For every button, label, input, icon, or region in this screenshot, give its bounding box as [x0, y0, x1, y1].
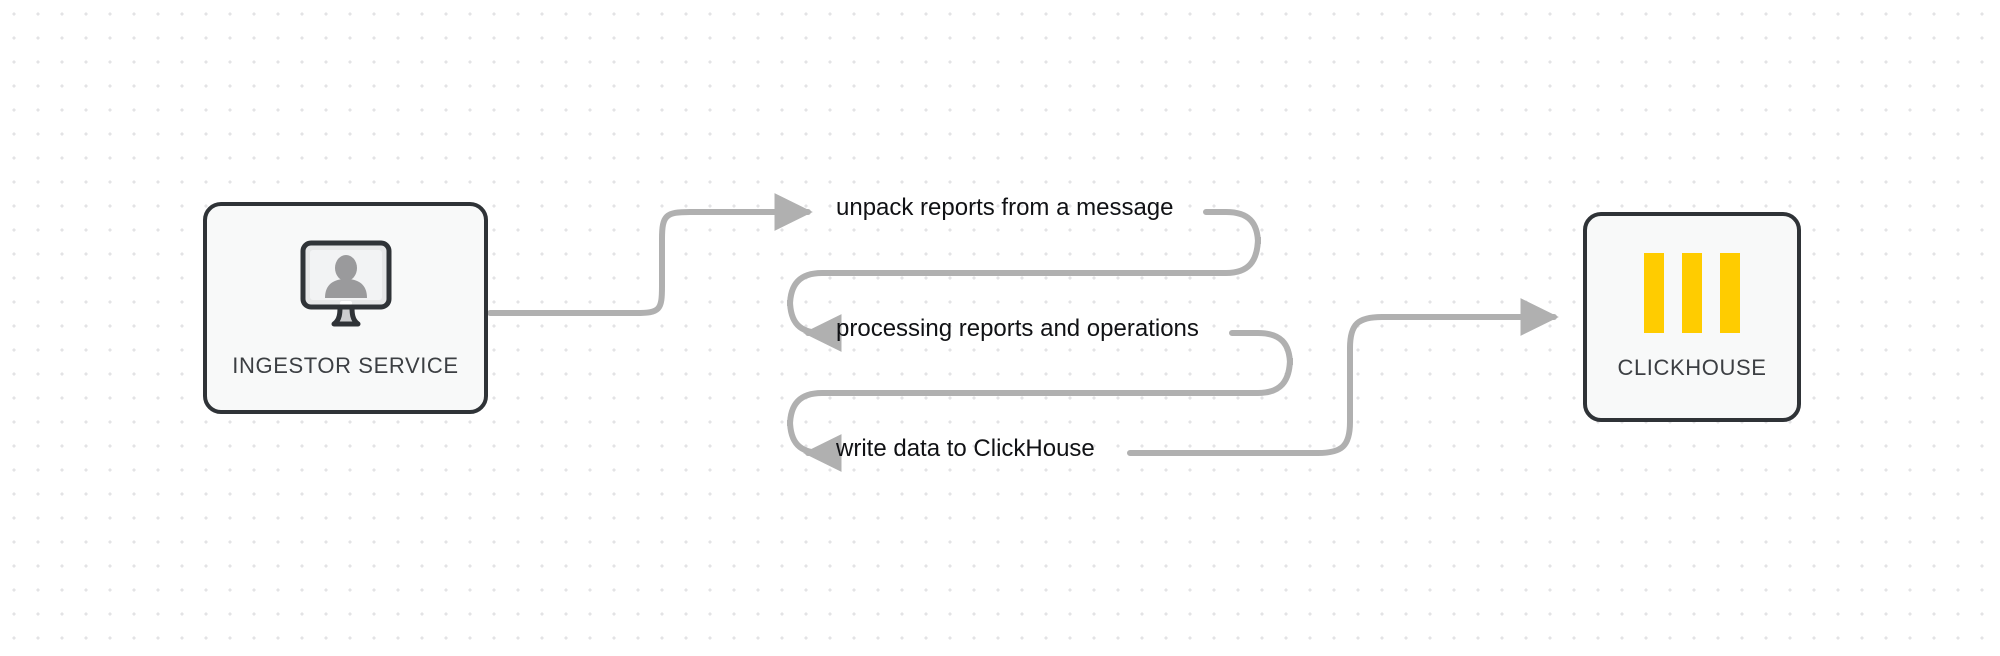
- edge-label-unpack-reports: unpack reports from a message: [836, 194, 1174, 221]
- monitor-user-icon: [296, 238, 396, 335]
- clickhouse-logo-bar: [1682, 253, 1702, 333]
- edge-path-step-3-to-clickhouse: [1127, 298, 1559, 456]
- clickhouse-logo-bar: [1720, 253, 1740, 333]
- edge-label-write-data: write data to ClickHouse: [836, 435, 1095, 462]
- clickhouse-logo-bar: [1644, 253, 1664, 333]
- node-clickhouse[interactable]: CLICKHOUSE: [1583, 212, 1801, 422]
- edge-path-step-2-to-step-3: [787, 330, 1293, 472]
- edge-path-ingestor-to-step-1: [487, 193, 813, 316]
- edge-label-processing-reports: processing reports and operations: [836, 315, 1199, 342]
- node-ingestor-service[interactable]: INGESTOR SERVICE: [203, 202, 488, 414]
- edge-path-step-1-to-step-2: [787, 209, 1261, 352]
- clickhouse-logo-icon: [1644, 253, 1740, 333]
- node-label-clickhouse: CLICKHOUSE: [1617, 355, 1767, 380]
- node-label-ingestor-service: INGESTOR SERVICE: [232, 352, 459, 378]
